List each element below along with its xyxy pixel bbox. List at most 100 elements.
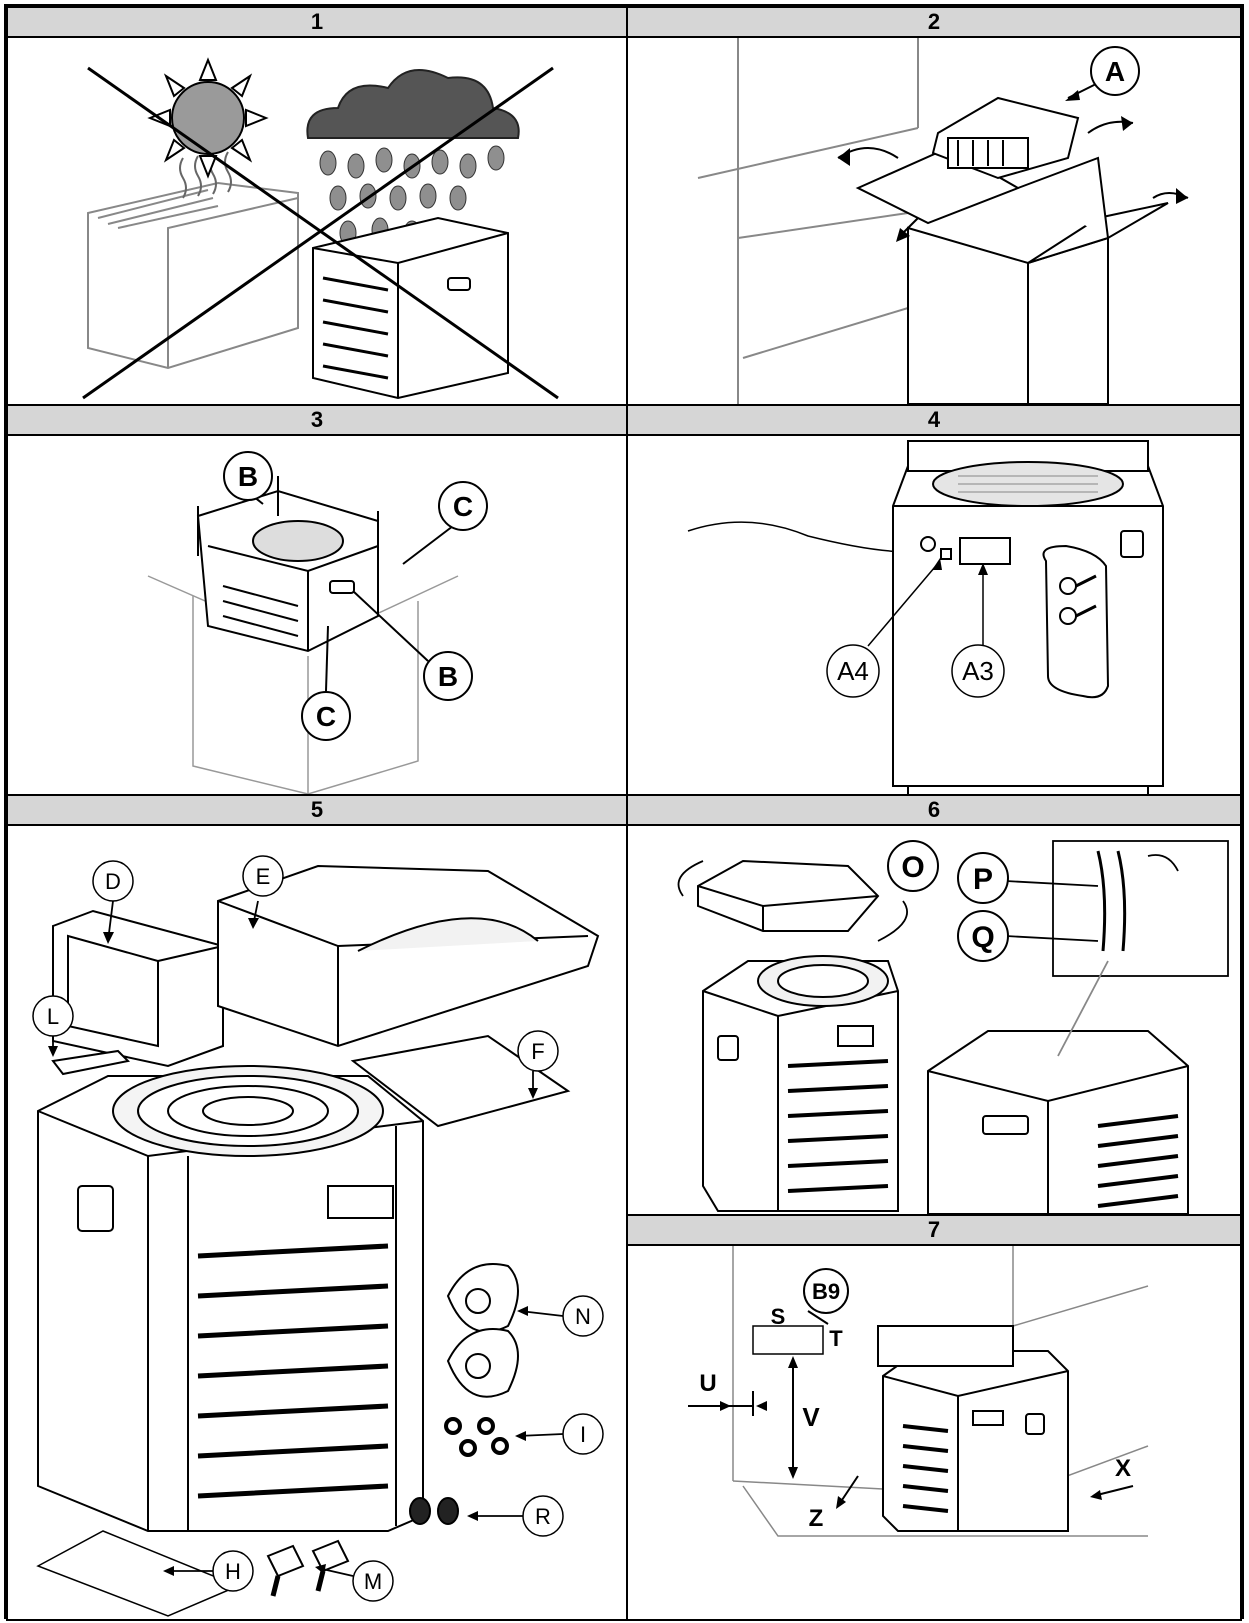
chiller-main-unit: [37, 1065, 424, 1532]
dimension-arrowheads: [720, 1356, 1102, 1509]
callout-e-label: E: [256, 864, 271, 889]
rotation-arrows: [677, 860, 908, 942]
chiller-unit-icon: [312, 216, 509, 400]
callout-h-label: H: [225, 1559, 241, 1584]
panel-4-number: 4: [628, 406, 1240, 436]
callout-f: F: [517, 1030, 559, 1072]
panel-1-number: 1: [8, 8, 626, 38]
heat-waves-icon: [179, 151, 232, 199]
callout-o: O: [887, 840, 939, 892]
callout-f-label: F: [531, 1039, 544, 1064]
part-n-clips: [446, 1263, 519, 1398]
panel-3: 3: [6, 404, 628, 796]
callout-pointers: [252, 495, 454, 692]
callout-i: I: [562, 1413, 604, 1455]
label-x: X: [1115, 1455, 1131, 1482]
label-s: S: [771, 1304, 786, 1329]
unboxing-illustration: A: [697, 38, 1189, 404]
cloud-icon: [306, 69, 520, 139]
callout-l: L: [32, 995, 74, 1037]
callout-b-bottom-label: B: [438, 661, 458, 692]
callout-a-label: A: [1105, 56, 1125, 87]
prohibited-cross-icon: [82, 66, 559, 400]
arrowheads: [838, 116, 1188, 242]
panel-3-number: 3: [8, 406, 626, 436]
callout-c-right-label: C: [453, 491, 473, 522]
label-v: V: [802, 1402, 820, 1432]
callout-c-bottom-label: C: [316, 701, 336, 732]
radiator-icon: [87, 181, 299, 370]
wall-corner: [697, 38, 919, 404]
label-t: T: [829, 1326, 843, 1351]
callout-r: R: [522, 1495, 564, 1537]
panel-2-number: 2: [628, 8, 1240, 38]
part-m-connectors: [266, 1539, 350, 1597]
callout-n-label: N: [575, 1304, 591, 1329]
chiller-with-cover: [927, 1030, 1189, 1214]
sun-icon: [147, 57, 269, 179]
callout-n: N: [562, 1295, 604, 1337]
part-d-frame: [52, 909, 224, 1068]
callout-i-label: I: [580, 1422, 586, 1447]
pointer-arrowheads: [48, 918, 538, 1576]
callout-b9: B9: [803, 1268, 849, 1314]
protection-removal-illustration: B C B C: [147, 451, 488, 794]
panel-6: 6: [626, 794, 1242, 1216]
callout-l-label: L: [47, 1004, 59, 1029]
callout-b9-label: B9: [812, 1279, 840, 1304]
callout-m: M: [352, 1560, 394, 1602]
callout-a4: A4: [826, 644, 880, 698]
cardboard-box-icon: [855, 146, 1169, 404]
callout-b-bottom: B: [423, 651, 473, 701]
callout-p: P: [957, 852, 1009, 904]
label-pointers: [867, 560, 984, 647]
callout-d: D: [92, 860, 134, 902]
part-f-pad: [350, 1034, 571, 1128]
panel-1: 1: [6, 6, 628, 406]
callout-r-label: R: [535, 1504, 551, 1529]
detail-pointers: [1005, 880, 1099, 942]
panel-7: 7: [626, 1214, 1242, 1621]
callout-h: H: [212, 1550, 254, 1592]
callout-c-bottom: C: [301, 691, 351, 741]
callout-c-right: C: [438, 481, 488, 531]
detail-inset: [1052, 840, 1229, 1057]
label-u: U: [699, 1370, 716, 1397]
cover-removal-illustration: O P Q: [677, 840, 1229, 1214]
callout-o-label: O: [901, 851, 924, 884]
callout-d-label: D: [105, 869, 121, 894]
callout-b-top: B: [223, 451, 273, 501]
chiller-in-protection: [196, 476, 379, 653]
callout-a3-label: A3: [962, 656, 994, 686]
part-o-top-cover: [697, 859, 880, 932]
label-z: Z: [809, 1505, 824, 1532]
chiller-uncovered: [702, 955, 899, 1212]
placement-warning-illustration: [82, 57, 559, 400]
callout-a4-label: A4: [837, 656, 869, 686]
part-h-mat: [36, 1530, 240, 1617]
callout-a3: A3: [951, 644, 1005, 698]
instruction-sheet: 1: [4, 4, 1244, 1621]
callout-b-top-label: B: [238, 461, 258, 492]
callout-q-label: Q: [971, 921, 994, 954]
labels-location-illustration: A4 A3: [687, 440, 1164, 794]
panel-2: 2: [626, 6, 1242, 406]
part-r-plugs: [409, 1497, 459, 1525]
chiller-front-view: [892, 440, 1164, 794]
panel-4: 4: [626, 404, 1242, 796]
callout-m-label: M: [364, 1569, 382, 1594]
panel-6-number: 6: [628, 796, 1240, 826]
part-l-strip: [51, 1049, 131, 1076]
callout-e: E: [242, 855, 284, 897]
callout-q: Q: [957, 910, 1009, 962]
part-e-cover: [217, 864, 600, 1048]
panel-5: 5: [6, 794, 628, 1621]
callout-p-label: P: [973, 863, 993, 896]
panel-7-number: 7: [628, 1216, 1240, 1246]
chiller-installed: [877, 1325, 1069, 1532]
part-i-clamps: [444, 1417, 509, 1457]
panel-5-number: 5: [8, 796, 626, 826]
callout-a: A: [1090, 46, 1140, 96]
part-a-accessory: [931, 96, 1080, 180]
package-contents-illustration: D E L F N: [32, 855, 604, 1617]
